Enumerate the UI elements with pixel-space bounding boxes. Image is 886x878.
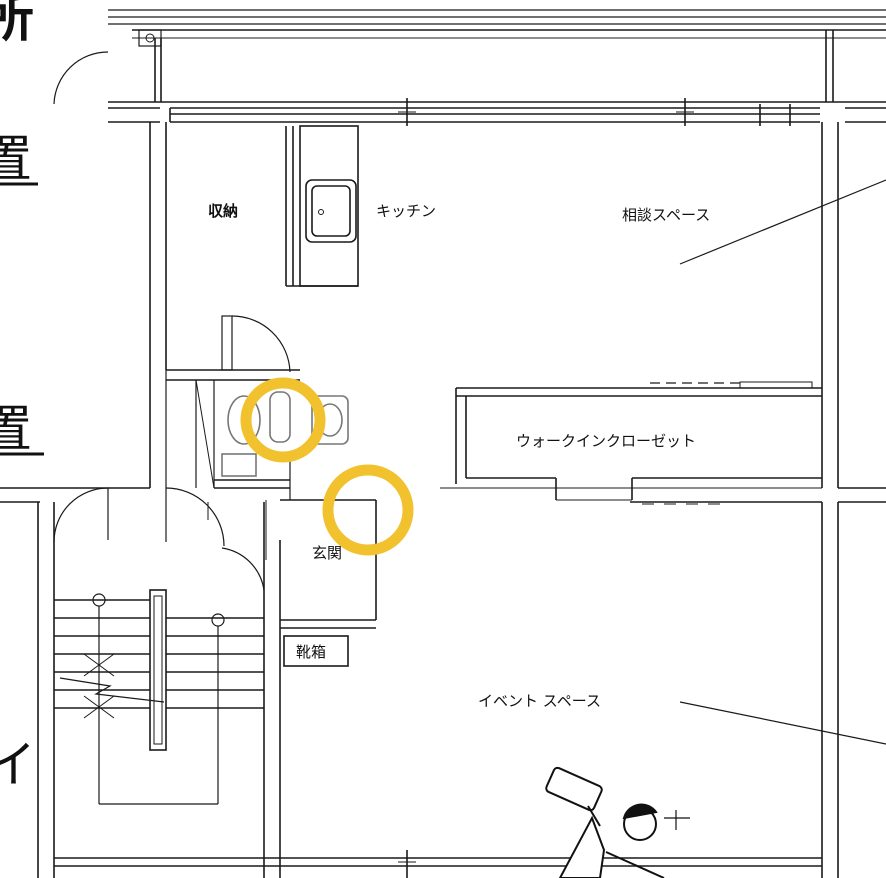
left-edge-underlines [0, 182, 44, 456]
shoe-box-label: 靴箱 [296, 643, 326, 661]
walk-in-closet-outline [455, 381, 822, 505]
kitchen-label: キッチン [376, 202, 436, 220]
entrance-area [265, 499, 377, 667]
left-edge-char-2: 置 [0, 130, 32, 188]
left-edge-char-3: 置 [0, 400, 32, 458]
left-edge-char-4: イ [0, 736, 36, 794]
highlight-ring-toilet [240, 377, 326, 463]
walk-in-closet-label: ウォークインクローゼット [516, 432, 696, 450]
leader-line-event [679, 701, 886, 745]
entrance-label: 玄関 [312, 544, 342, 562]
kitchen-counter [285, 125, 359, 287]
top-balcony [108, 9, 886, 103]
upper-wall-band [108, 98, 886, 126]
main-walls [0, 122, 886, 878]
storage-label: 収納 [208, 202, 238, 220]
highlight-ring-entrance [322, 464, 414, 556]
painter-icon [545, 766, 690, 878]
hall-doors [53, 51, 265, 591]
left-edge-char-1: 所 [0, 0, 34, 49]
event-space-label: イベント スペース [478, 692, 601, 710]
staircase [54, 589, 264, 805]
leader-line-consultation [679, 179, 886, 265]
consultation-space-label: 相談スペース [622, 206, 710, 224]
